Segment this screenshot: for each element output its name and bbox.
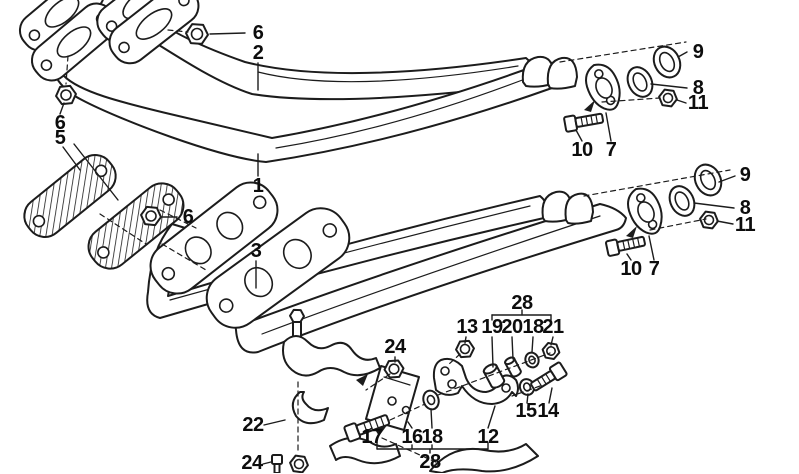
part-callout-1: 1 <box>252 175 264 197</box>
rubber-bushing-19 <box>482 363 506 389</box>
holding-flange-7-upper <box>585 63 621 111</box>
direction-arrow-icon <box>584 100 595 112</box>
part-callout-13: 13 <box>456 316 478 338</box>
flange-pipe-3-rear <box>205 207 351 329</box>
bracket-plate-16 <box>365 365 420 431</box>
leader-lines <box>59 32 736 465</box>
nut-11-lower <box>699 210 719 230</box>
washer-18-middle <box>422 389 440 411</box>
part-callout-6: 6 <box>182 206 194 228</box>
part-callout-8: 8 <box>692 77 704 99</box>
part-callout-24: 24 <box>384 336 406 358</box>
part-callout-18: 18 <box>421 426 443 448</box>
seal-ring-8-upper <box>626 66 654 98</box>
part-callout-3: 3 <box>250 240 262 262</box>
nut-6-top <box>185 23 209 45</box>
part-callout-11: 11 <box>687 92 709 114</box>
part-callout-9: 9 <box>739 164 751 186</box>
nut-6-left <box>55 84 77 106</box>
flange-pipe-1-front <box>18 0 106 52</box>
part-callout-7: 7 <box>605 139 617 161</box>
part-callout-22: 22 <box>242 414 264 436</box>
part-callout-6: 6 <box>252 22 264 44</box>
part-callout-28: 28 <box>419 451 441 473</box>
part-callout-14: 14 <box>537 400 559 422</box>
part-callout-16: 16 <box>401 426 423 448</box>
part-callout-10: 10 <box>571 139 593 161</box>
part-callout-10: 10 <box>620 258 642 280</box>
spacer-tube-20 <box>504 356 522 378</box>
part-callout-15: 15 <box>515 400 537 422</box>
part-callout-21: 21 <box>542 316 564 338</box>
bolt-24-bottom <box>271 454 283 473</box>
kit-bracket-28-bottom <box>376 442 489 454</box>
nut-13 <box>455 339 475 359</box>
nut-24-bottom-hex <box>289 454 309 473</box>
support-bracket-12 <box>432 357 519 405</box>
bolt-10-upper <box>563 112 605 133</box>
gasket-5-rear <box>87 182 185 270</box>
part-callout-18: 18 <box>522 316 544 338</box>
seal-ring-8-lower <box>668 185 696 217</box>
assembly-axis-dashed-lines <box>65 29 731 465</box>
nut-11-upper <box>658 88 678 108</box>
part-callout-8: 8 <box>739 197 751 219</box>
part-callout-17: 17 <box>361 426 383 448</box>
part-callout-28: 28 <box>511 292 533 314</box>
part-callout-5: 5 <box>54 127 66 149</box>
part-callout-19: 19 <box>481 316 503 338</box>
kit-bracket-28-top <box>491 309 552 321</box>
part-callout-20: 20 <box>501 316 523 338</box>
part-callout-2: 2 <box>252 42 264 64</box>
nut-6-middle <box>140 205 162 227</box>
ring-9-upper <box>652 45 682 79</box>
part-callout-12: 12 <box>477 426 499 448</box>
bolt-17 <box>343 414 391 443</box>
clamp-22 <box>282 308 401 465</box>
bolt-10-lower <box>605 235 646 257</box>
flange-pipe-2-rear <box>108 0 200 65</box>
part-callout-7: 7 <box>648 258 660 280</box>
bolt-14 <box>530 361 568 392</box>
part-callout-11: 11 <box>734 214 756 236</box>
ring-9-lower <box>693 163 723 197</box>
direction-arrow-icon <box>626 226 637 238</box>
nut-24-top <box>383 359 405 379</box>
holding-flange-7-lower <box>627 187 663 235</box>
pipe-end-collars-upper <box>521 55 578 90</box>
flange-pipe-3-front <box>149 181 279 295</box>
part-callout-9: 9 <box>692 41 704 63</box>
pipe-end-collars-lower <box>541 190 594 225</box>
gasket-5-front <box>23 154 117 238</box>
direction-arrow-icon <box>356 374 368 386</box>
part-callout-6: 6 <box>54 112 66 134</box>
part-callout-24: 24 <box>241 452 263 474</box>
